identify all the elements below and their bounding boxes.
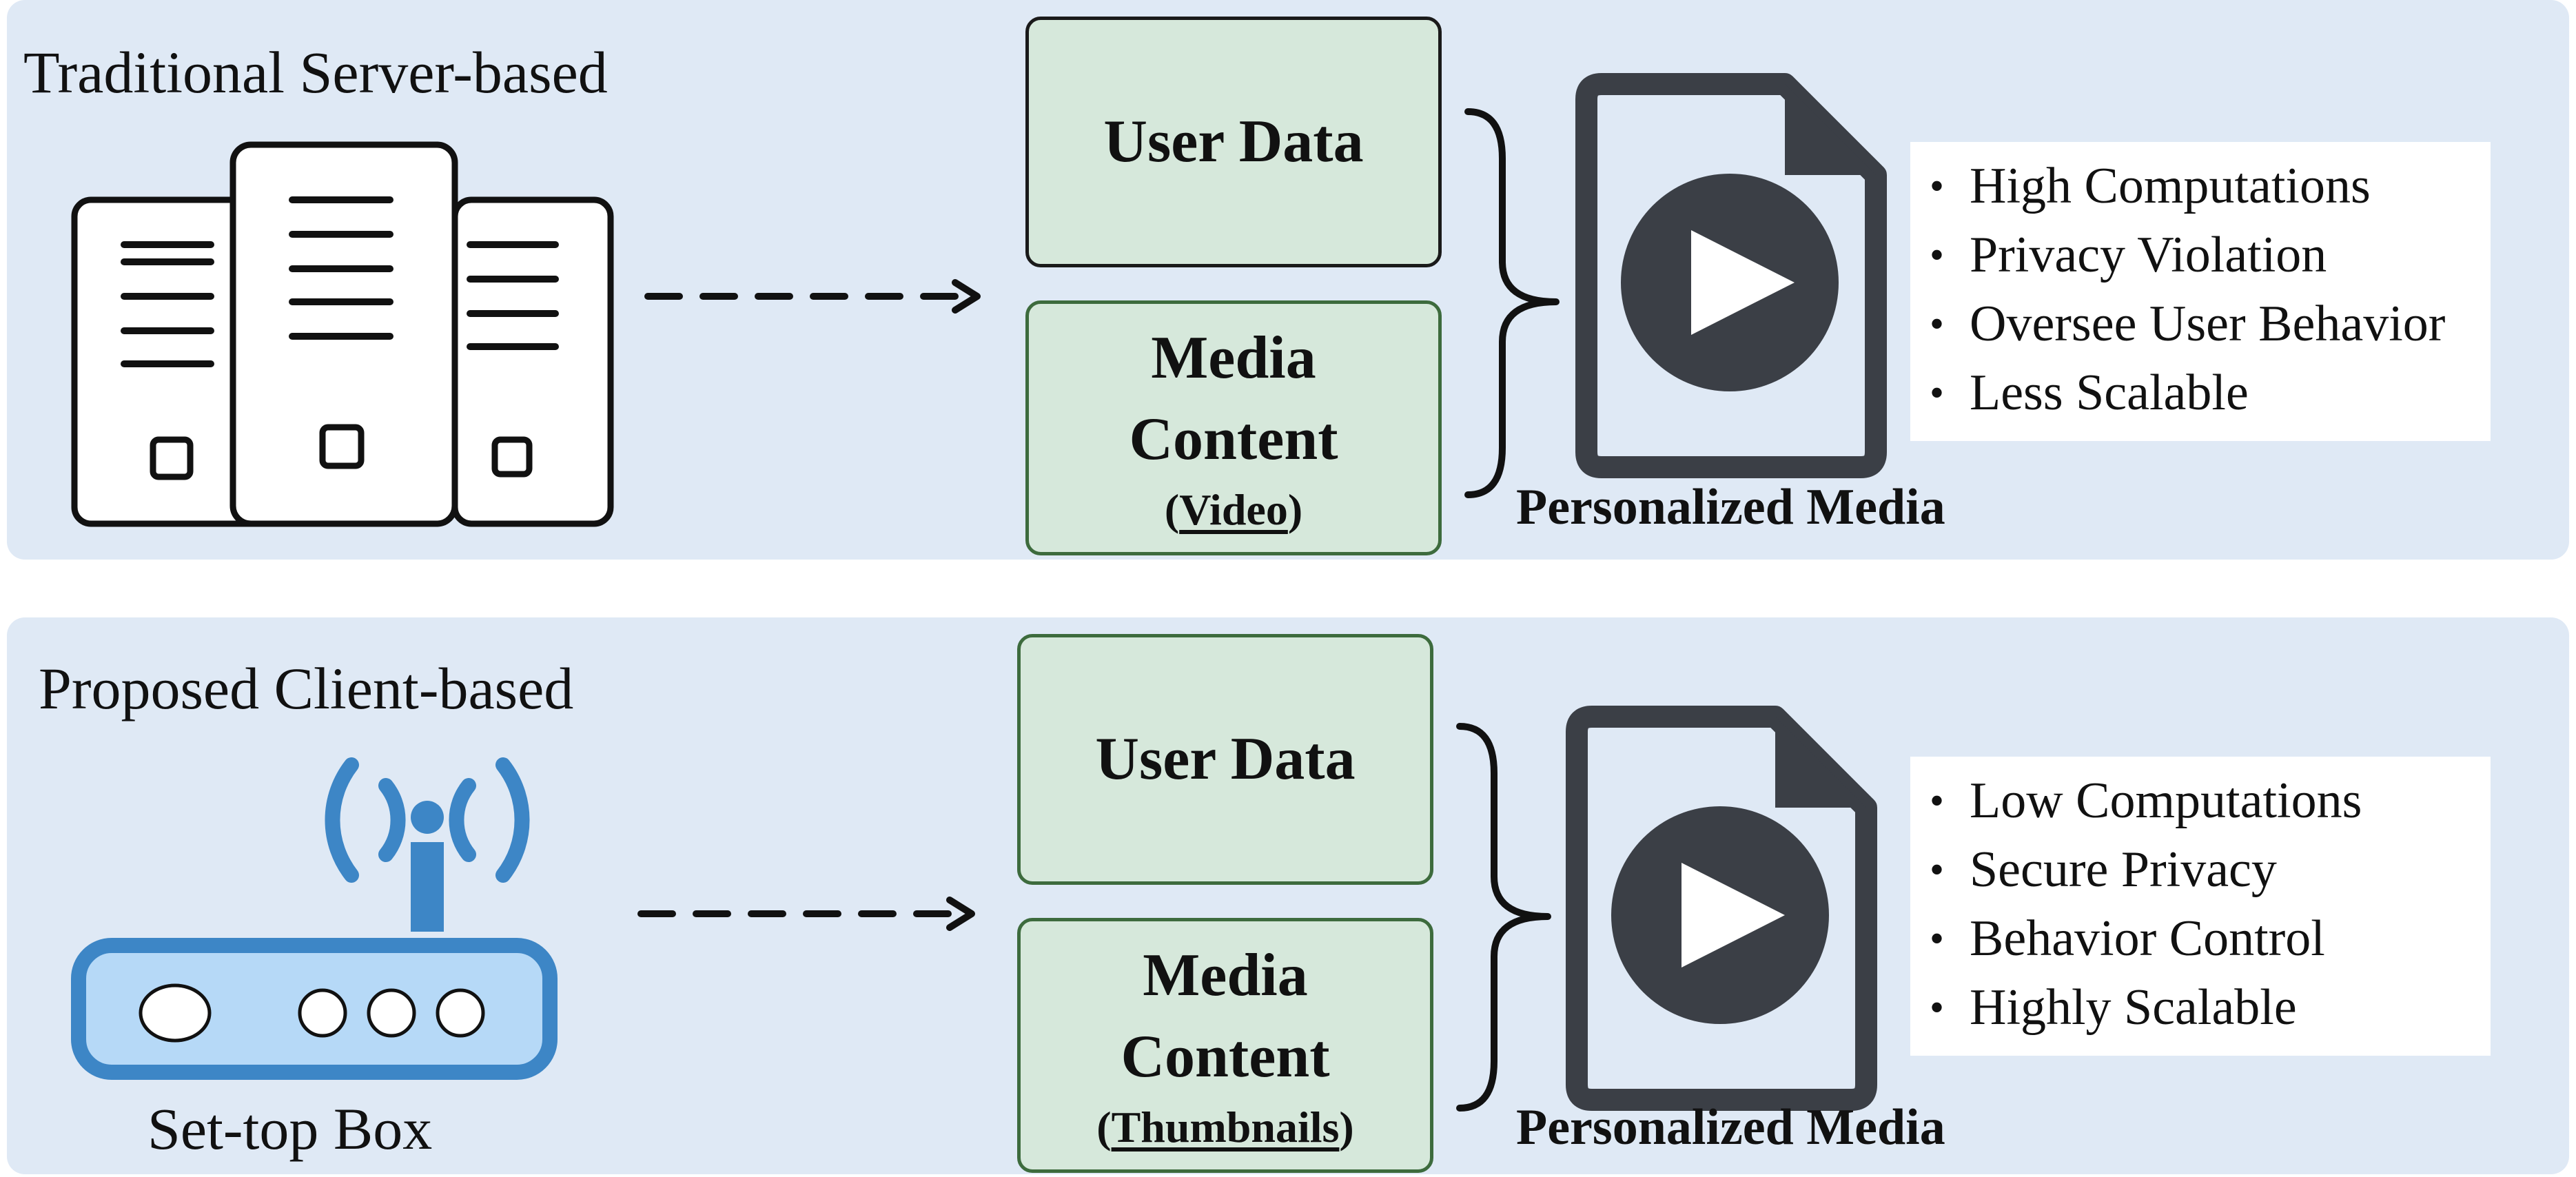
traditional-points-list: •High Computations •Privacy Violation •O… — [1910, 142, 2491, 441]
media-sub-label: (Thumbnails) — [1096, 1103, 1354, 1152]
media-sub-label: (Video) — [1164, 485, 1303, 535]
list-item: •Oversee User Behavior — [1930, 296, 2446, 352]
list-item: •Behavior Control — [1930, 910, 2325, 967]
list-item: •Privacy Violation — [1930, 227, 2327, 283]
personalized-media-caption: Personalized Media — [1516, 1099, 1945, 1156]
traditional-title: Traditional Server-based — [23, 39, 608, 105]
dashed-arrow-icon — [637, 279, 981, 931]
curly-brace-icon — [1456, 108, 1560, 1112]
set-top-box-icon — [71, 757, 558, 1080]
media-content-box: Media Content (Thumbnails) — [1017, 918, 1433, 1173]
list-item: •High Computations — [1930, 158, 2371, 214]
server-rack-icon — [71, 141, 614, 527]
personalized-media-caption: Personalized Media — [1516, 479, 1945, 535]
user-data-label: User Data — [1103, 108, 1364, 175]
media-label-line1: Media — [1151, 324, 1316, 391]
user-data-label: User Data — [1095, 725, 1356, 792]
video-file-icon — [1575, 73, 1887, 478]
set-top-box-label: Set-top Box — [147, 1096, 433, 1162]
media-label-line2: Content — [1121, 1023, 1330, 1091]
media-label-line2: Content — [1129, 406, 1338, 473]
media-content-box: Media Content (Video) — [1025, 300, 1442, 555]
video-file-icon — [1566, 706, 1877, 1111]
list-item: •Secure Privacy — [1930, 841, 2277, 898]
list-item: •Less Scalable — [1930, 365, 2249, 421]
media-label-line1: Media — [1143, 941, 1308, 1009]
proposed-points-list: •Low Computations •Secure Privacy •Behav… — [1910, 757, 2491, 1056]
user-data-box: User Data — [1017, 634, 1433, 885]
list-item: •Low Computations — [1930, 772, 2362, 829]
proposed-title: Proposed Client-based — [39, 655, 574, 721]
list-item: •Highly Scalable — [1930, 979, 2297, 1036]
user-data-box: User Data — [1025, 17, 1442, 267]
